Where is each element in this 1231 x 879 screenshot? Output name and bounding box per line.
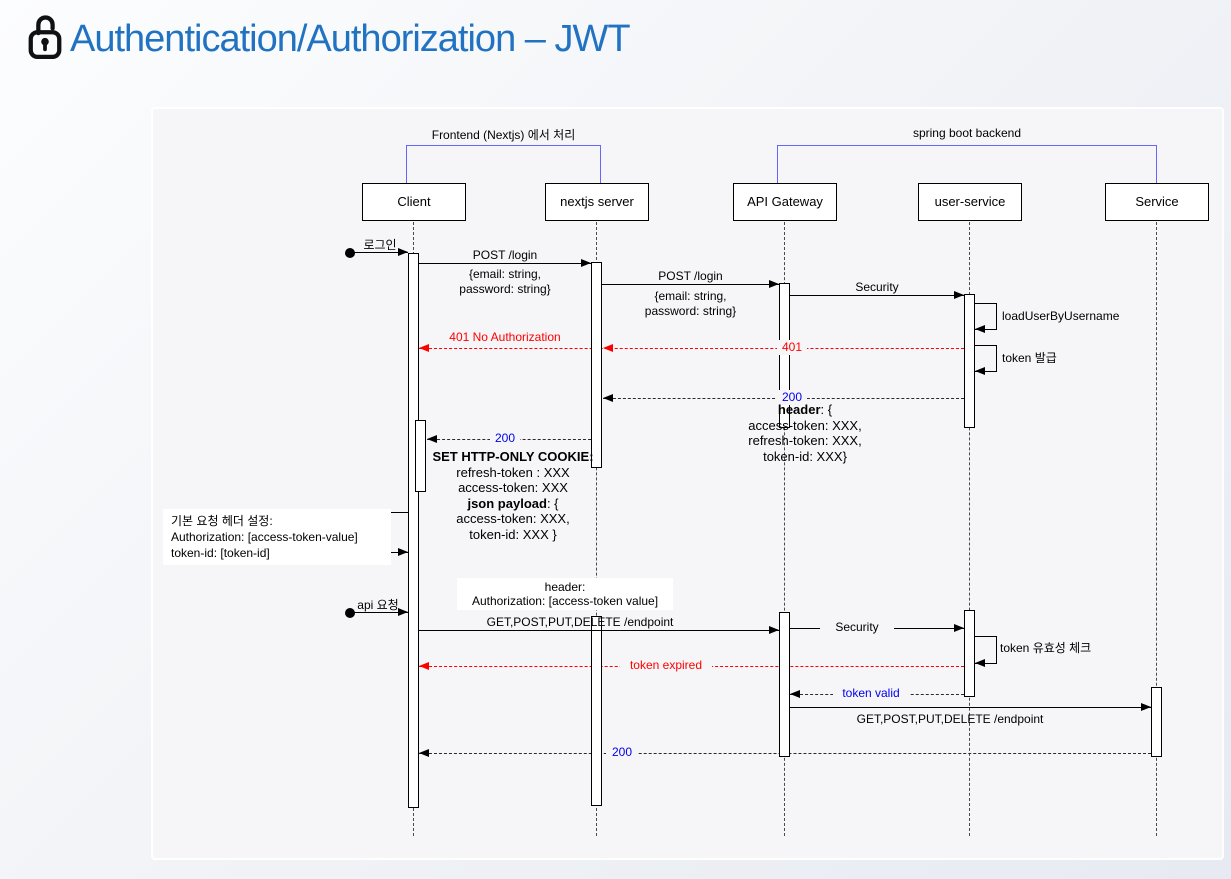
default-headers-note: 기본 요청 헤더 설정: Authorization: [access-toke… bbox=[163, 509, 391, 565]
set-cookie-bold: json payload bbox=[467, 495, 547, 511]
page-header: Authentication/Authorization – JWT bbox=[26, 12, 631, 65]
msg-security-1 bbox=[790, 295, 964, 296]
set-cookie-note: SET HTTP-ONLY COOKIE: refresh-token : XX… bbox=[408, 449, 618, 542]
arrowhead bbox=[419, 749, 429, 757]
msg-401-code-label: 401 bbox=[777, 340, 807, 355]
arrowhead bbox=[790, 690, 800, 698]
frontend-group-label: Frontend (Nextjs) 에서 처리 bbox=[431, 128, 576, 142]
msg-post-login-1-label: POST /login bbox=[472, 248, 538, 262]
msg-token-valid-label: token valid bbox=[833, 686, 909, 701]
msg-post-login-2-label: POST /login bbox=[658, 269, 723, 283]
activation-client-nested bbox=[415, 420, 426, 492]
loop-issue-token bbox=[975, 345, 997, 372]
login-trigger-label: 로그인 bbox=[363, 238, 397, 252]
lifeline-nextjs-server bbox=[596, 222, 597, 836]
arrowhead bbox=[427, 435, 437, 443]
msg-200-to-client-label: 200 bbox=[490, 431, 520, 446]
actor-api-gateway: API Gateway bbox=[733, 183, 837, 221]
arrowhead bbox=[975, 367, 985, 375]
arrowhead bbox=[603, 394, 613, 402]
response-header-lines: access-token: XXX, refresh-token: XXX, t… bbox=[748, 417, 862, 464]
loop-token-check bbox=[975, 636, 997, 664]
arrowhead bbox=[398, 608, 408, 616]
msg-endpoint-1 bbox=[419, 630, 779, 631]
actor-service: Service bbox=[1105, 183, 1209, 221]
login-trigger-line bbox=[352, 252, 408, 253]
lock-icon bbox=[26, 12, 64, 65]
msg-post-login-2 bbox=[602, 284, 779, 285]
loop-load-user bbox=[975, 303, 997, 330]
arrowhead bbox=[954, 291, 964, 299]
set-cookie-line: access-token: XXX, bbox=[456, 511, 570, 526]
set-cookie-line: access-token: XXX bbox=[458, 480, 568, 495]
activation-user-service-2 bbox=[964, 610, 975, 697]
lifeline-user-service bbox=[969, 222, 970, 836]
loop-token-check-label: token 유효성 체크 bbox=[998, 641, 1094, 656]
activation-user-service-1 bbox=[964, 294, 975, 428]
msg-security-1-label: Security bbox=[855, 280, 899, 294]
diagram-panel bbox=[151, 107, 1224, 860]
arrowhead bbox=[954, 624, 964, 632]
msg-endpoint-2-label: GET,POST,PUT,DELETE /endpoint bbox=[856, 712, 1044, 726]
response-header-bold: header bbox=[777, 402, 821, 417]
arrowhead bbox=[603, 344, 613, 352]
api-start-dot bbox=[345, 608, 355, 618]
msg-token-expired-label: token expired bbox=[620, 658, 712, 673]
api-header-note: header: Authorization: [access-token val… bbox=[457, 578, 673, 610]
arrowhead bbox=[398, 548, 408, 556]
msg-post-login-1 bbox=[419, 263, 591, 264]
login-start-dot bbox=[345, 248, 355, 258]
arrowhead bbox=[581, 259, 591, 267]
loop-issue-token-label: token 발급 bbox=[1000, 351, 1059, 366]
actor-nextjs-server: nextjs server bbox=[545, 183, 649, 221]
loop-load-user-label: loadUserByUsername bbox=[1000, 309, 1122, 324]
activation-gateway-2 bbox=[779, 612, 790, 757]
set-cookie-bold-rest: : { bbox=[546, 495, 559, 511]
lifeline-api-gateway bbox=[784, 222, 785, 836]
set-cookie-line: refresh-token : XXX bbox=[456, 464, 570, 480]
set-cookie-line: token-id: XXX } bbox=[469, 526, 557, 542]
msg-401 bbox=[419, 348, 964, 349]
activation-client-main bbox=[408, 253, 419, 808]
activation-nextjs-1 bbox=[591, 262, 602, 468]
actor-user-service: user-service bbox=[918, 183, 1022, 221]
msg-endpoint-1-label: GET,POST,PUT,DELETE /endpoint bbox=[486, 615, 674, 629]
arrowhead bbox=[975, 325, 985, 333]
msg-post-login-1-body: {email: string, password: string} bbox=[459, 267, 551, 296]
set-cookie-title: SET HTTP-ONLY COOKIE: bbox=[432, 449, 594, 464]
lifeline-service bbox=[1156, 222, 1157, 836]
msg-post-login-2-body: {email: string, password: string} bbox=[644, 289, 737, 318]
arrowhead bbox=[1141, 703, 1151, 711]
activation-nextjs-2 bbox=[591, 616, 602, 806]
response-header-note: header: { access-token: XXX, refresh-tok… bbox=[705, 402, 905, 464]
page-title: Authentication/Authorization – JWT bbox=[70, 17, 631, 60]
msg-401-full-label: 401 No Authorization bbox=[449, 330, 561, 344]
msg-security-2-label: Security bbox=[820, 620, 894, 635]
activation-service bbox=[1151, 687, 1162, 757]
activation-gateway-1 bbox=[779, 283, 790, 428]
api-trigger-label: api 요청 bbox=[357, 598, 399, 612]
response-header-rest: : { bbox=[820, 402, 833, 417]
msg-endpoint-2 bbox=[790, 707, 1151, 708]
msg-200-to-nextjs-label: 200 bbox=[777, 390, 807, 405]
arrowhead bbox=[419, 662, 429, 670]
arrowhead bbox=[769, 280, 779, 288]
arrowhead bbox=[419, 344, 429, 352]
arrowhead bbox=[975, 659, 985, 667]
arrowhead bbox=[769, 626, 779, 634]
actor-client: Client bbox=[362, 183, 466, 221]
arrowhead bbox=[398, 248, 408, 256]
backend-group-label: spring boot backend bbox=[912, 126, 1022, 140]
frontend-group-bracket bbox=[406, 145, 601, 183]
backend-group-bracket bbox=[777, 145, 1157, 183]
api-trigger-line bbox=[352, 612, 408, 613]
msg-200-final-label: 200 bbox=[606, 745, 638, 760]
